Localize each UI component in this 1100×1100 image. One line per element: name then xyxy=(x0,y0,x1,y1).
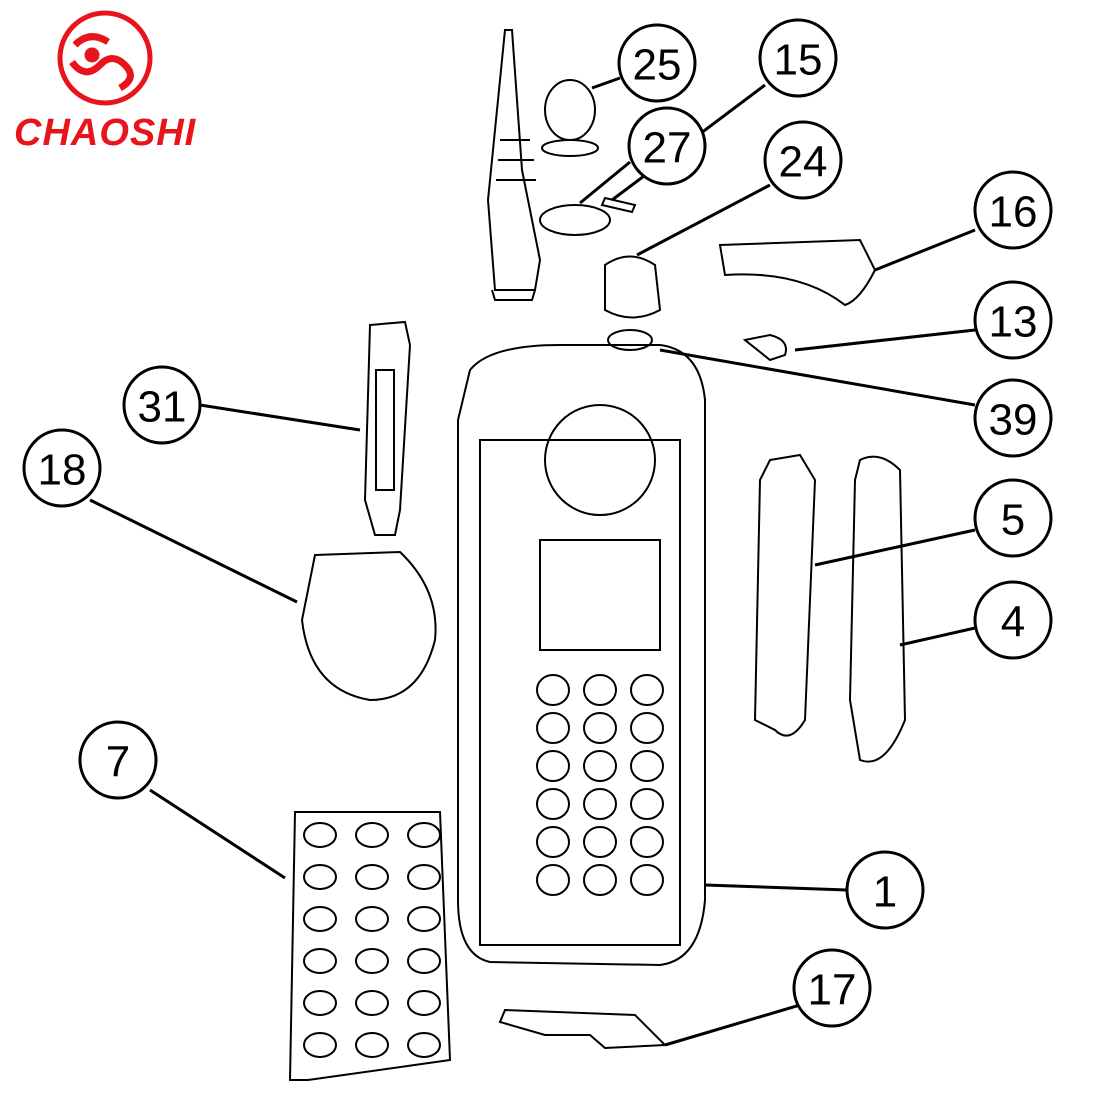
callout-5: 5 xyxy=(973,478,1053,558)
callout-17: 17 xyxy=(792,948,872,1028)
callout-circle xyxy=(973,378,1053,458)
callout-number: 25 xyxy=(633,41,682,90)
callout-number: 18 xyxy=(38,446,87,495)
callout-number: 13 xyxy=(989,298,1038,347)
callout-number: 24 xyxy=(779,138,828,187)
callout-27: 27 xyxy=(627,106,707,186)
callout-circle xyxy=(627,106,707,186)
housing-key-hole xyxy=(536,674,570,706)
keypad-key xyxy=(355,990,389,1016)
keypad-key xyxy=(303,990,337,1016)
part-31-belt-clip xyxy=(363,320,412,536)
part-4-side-panel xyxy=(848,455,907,763)
keypad-key xyxy=(407,1032,441,1058)
housing-key-hole xyxy=(630,712,664,744)
callout-1: 1 xyxy=(845,850,925,930)
callout-circle xyxy=(22,428,102,508)
leader-lines xyxy=(89,76,976,1047)
callout-number: 7 xyxy=(106,738,130,787)
callout-18: 18 xyxy=(22,428,102,508)
part-7-keypad xyxy=(288,811,452,1081)
callout-31: 31 xyxy=(122,365,202,445)
part-13-key xyxy=(742,333,787,362)
callout-number: 39 xyxy=(989,396,1038,445)
housing-key-hole xyxy=(630,750,664,782)
keypad-key xyxy=(355,948,389,974)
callout-number: 1 xyxy=(873,868,897,917)
callout-13: 13 xyxy=(973,280,1053,360)
keypad-key xyxy=(407,990,441,1016)
keypad-key xyxy=(355,906,389,932)
callout-4: 4 xyxy=(973,580,1053,660)
keypad-key xyxy=(407,948,441,974)
part-1-housing xyxy=(457,344,706,967)
keypad-key xyxy=(303,1032,337,1058)
brand-logo-text: CHAOSHI xyxy=(14,112,197,154)
callout-number: 17 xyxy=(808,966,857,1015)
housing-keypad-holes xyxy=(536,674,664,896)
callout-circle xyxy=(973,478,1053,558)
keypad-key xyxy=(355,822,389,848)
callout-circle xyxy=(758,18,838,98)
housing-key-hole xyxy=(583,788,617,820)
housing-key-hole xyxy=(630,864,664,896)
keypad-keys xyxy=(303,822,441,1058)
part-15-clip xyxy=(600,196,637,214)
keypad-key xyxy=(303,822,337,848)
part-18-lens xyxy=(300,550,437,702)
part-27-ring xyxy=(539,204,611,236)
keypad-key xyxy=(303,948,337,974)
part-16-label xyxy=(718,238,877,307)
callout-circle xyxy=(973,280,1053,360)
callout-number: 15 xyxy=(774,36,823,85)
part-25-cap xyxy=(541,79,599,157)
keypad-key xyxy=(303,906,337,932)
callout-25: 25 xyxy=(617,23,697,103)
part-17-label xyxy=(498,1008,668,1050)
callout-circle xyxy=(763,120,843,200)
housing-key-hole xyxy=(630,674,664,706)
part-24-knob xyxy=(604,255,662,351)
callout-39: 39 xyxy=(973,378,1053,458)
housing-key-hole xyxy=(583,864,617,896)
housing-key-hole xyxy=(536,712,570,744)
antenna-part xyxy=(486,29,542,301)
housing-key-hole xyxy=(536,826,570,858)
callout-number: 4 xyxy=(1001,598,1025,647)
callout-circle xyxy=(792,948,872,1028)
callout-circle xyxy=(78,720,158,800)
callout-number: 31 xyxy=(138,383,187,432)
callout-circle xyxy=(973,170,1053,250)
keypad-key xyxy=(303,864,337,890)
callout-number: 27 xyxy=(643,124,692,173)
part-5-side-panel xyxy=(753,453,817,737)
keypad-key xyxy=(355,1032,389,1058)
callout-number: 16 xyxy=(989,188,1038,237)
housing-key-hole xyxy=(536,864,570,896)
keypad-key xyxy=(407,822,441,848)
callout-7: 7 xyxy=(78,720,158,800)
housing-key-hole xyxy=(630,826,664,858)
callout-24: 24 xyxy=(763,120,843,200)
housing-key-hole xyxy=(630,788,664,820)
callout-16: 16 xyxy=(973,170,1053,250)
callout-circle xyxy=(973,580,1053,660)
housing-key-hole xyxy=(583,750,617,782)
callout-circle xyxy=(617,23,697,103)
keypad-key xyxy=(407,906,441,932)
housing-key-hole xyxy=(536,750,570,782)
brand-logo-emblem xyxy=(57,10,153,106)
callout-group: 25 15 27 24 16 13 39 31 18 5 4 7 1 17 xyxy=(22,18,1053,1028)
callout-circle xyxy=(845,850,925,930)
housing-key-hole xyxy=(583,826,617,858)
keypad-key xyxy=(355,864,389,890)
housing-key-hole xyxy=(583,712,617,744)
housing-key-hole xyxy=(583,674,617,706)
housing-key-hole xyxy=(536,788,570,820)
callout-15: 15 xyxy=(758,18,838,98)
callout-circle xyxy=(122,365,202,445)
keypad-key xyxy=(407,864,441,890)
callout-number: 5 xyxy=(1001,496,1025,545)
